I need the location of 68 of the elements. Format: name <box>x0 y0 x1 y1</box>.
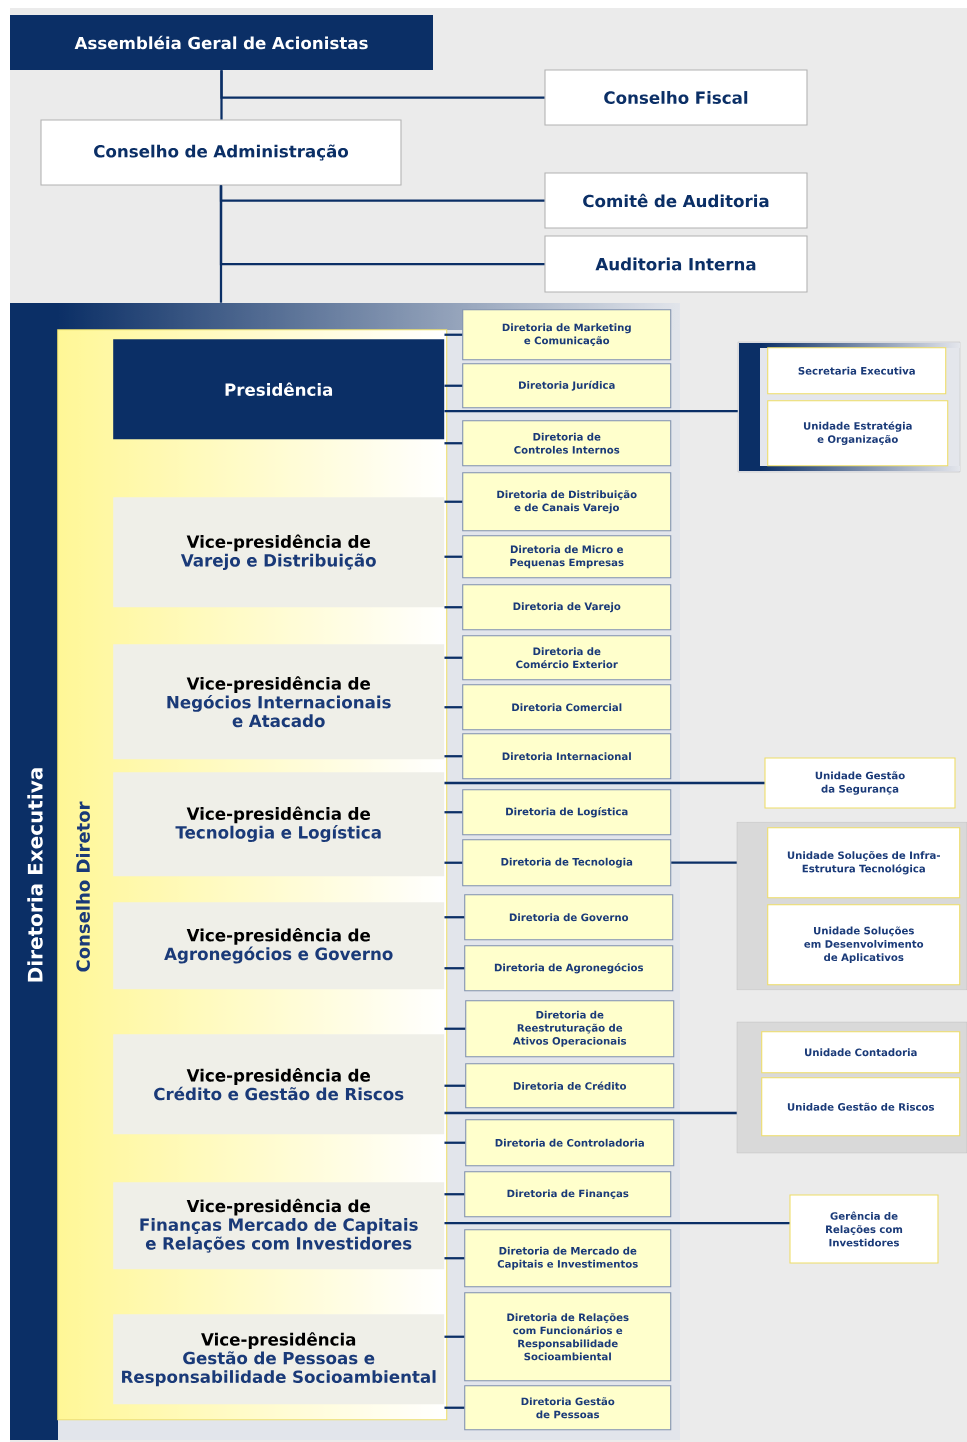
connector-line <box>444 656 463 659</box>
connector-line <box>444 333 463 336</box>
board-box: Conselho Fiscal <box>544 69 808 126</box>
presidency-box: Presidência <box>113 339 445 440</box>
directorate-box: Diretoria de Crédito <box>465 1063 675 1109</box>
directorate-box: Diretoria de Varejo <box>462 584 672 631</box>
directorate-box: Diretoria Jurídica <box>462 363 672 409</box>
connector-line <box>444 409 738 413</box>
vice-presidency-box: Vice-presidência de Crédito e Gestão de Riscos <box>113 1034 445 1135</box>
connector-line <box>444 606 463 609</box>
directorate-box: Diretoria de Relações com Funcionários e Responsabilidade Socioambiental <box>464 1292 672 1382</box>
unit-box: Unidade Soluções de Infra-Estrutura Tecnológica <box>767 827 961 899</box>
directorate-box: Diretoria de Reestruturação de Ativos Operacionais <box>465 1000 675 1058</box>
board-box: Comitê de Auditoria <box>544 172 808 229</box>
connector-line <box>444 1111 737 1115</box>
directorate-box: Diretoria de Controladoria <box>465 1119 675 1167</box>
connector-line <box>444 706 463 709</box>
directorate-box: Diretoria de Tecnologia <box>462 839 672 887</box>
unit-box: Unidade Estratégia e Organização <box>767 400 949 467</box>
connector-line <box>444 555 463 558</box>
directorate-box: Diretoria de Marketing e Comunicação <box>462 309 672 361</box>
directorate-box: Diretoria de Finanças <box>464 1171 672 1218</box>
connector-line <box>444 1141 466 1144</box>
directorate-box: Diretoria Internacional <box>462 733 672 780</box>
connector-line <box>444 1221 790 1225</box>
connector-line <box>671 861 737 864</box>
directorate-box: Diretoria de Distribuição e de Canais Varejo <box>462 472 672 532</box>
connector-line <box>444 1193 465 1196</box>
unit-box: Unidade Gestão da Segurança <box>764 757 956 809</box>
connector-line <box>220 70 223 120</box>
vice-presidency-box: Vice-presidência de Agronegócios e Governo <box>113 902 445 990</box>
connector-line <box>444 1335 465 1338</box>
connector-line <box>444 916 465 919</box>
connector-line <box>444 1257 465 1260</box>
unit-box: Unidade Contadoria <box>761 1031 961 1074</box>
header-box: Assembléia Geral de Acionistas <box>10 15 433 70</box>
connector-line <box>444 1027 466 1030</box>
unit-box: Secretaria Executiva <box>767 347 947 395</box>
directorate-box: Diretoria de Micro e Pequenas Empresas <box>462 535 672 579</box>
vice-presidency-box: Vice-presidência de Negócios Internacionais e Atacado <box>113 644 445 760</box>
directorate-box: Diretoria de Governo <box>464 894 674 941</box>
connector-line <box>219 185 223 303</box>
connector-line <box>444 1084 466 1087</box>
connector-line <box>444 1406 465 1409</box>
directorate-box: Diretoria de Logística <box>462 789 672 836</box>
board-box: Auditoria Interna <box>544 235 808 293</box>
unit-box: Gerência de Relações com Investidores <box>789 1194 939 1264</box>
directorate-box: Diretoria Comercial <box>462 684 672 731</box>
connector-line <box>444 384 463 387</box>
directorate-box: Diretoria de Mercado de Capitais e Investimentos <box>464 1229 672 1288</box>
directorate-box: Diretoria de Controles Internos <box>462 420 672 467</box>
vice-presidency-box: Vice-presidência Gestão de Pessoas e Responsabilidade Socioambiental <box>113 1314 445 1405</box>
vice-presidency-box: Vice-presidência de Tecnologia e Logística <box>113 772 445 877</box>
connector-line <box>444 781 765 785</box>
vice-presidency-box: Vice-presidência de Finanças Mercado de Capitais e Relações com Investidores <box>113 1182 445 1270</box>
connector-line <box>444 755 463 758</box>
unit-box: Unidade Gestão de Riscos <box>761 1077 961 1137</box>
directorate-box: Diretoria de Comércio Exterior <box>462 635 672 681</box>
directorate-box: Diretoria Gestão de Pessoas <box>464 1385 672 1431</box>
unit-box: Unidade Soluções em Desenvolvimento de Aplicativos <box>767 904 961 986</box>
connector-line <box>444 861 463 864</box>
directorate-box: Diretoria de Agronegócios <box>464 945 674 992</box>
connector-line <box>444 500 463 503</box>
board-box: Conselho de Administração <box>40 119 402 186</box>
connector-line <box>444 442 463 445</box>
connector-line <box>444 811 463 814</box>
connector-line <box>444 967 465 970</box>
vice-presidency-box: Vice-presidência de Varejo e Distribuição <box>113 497 445 608</box>
